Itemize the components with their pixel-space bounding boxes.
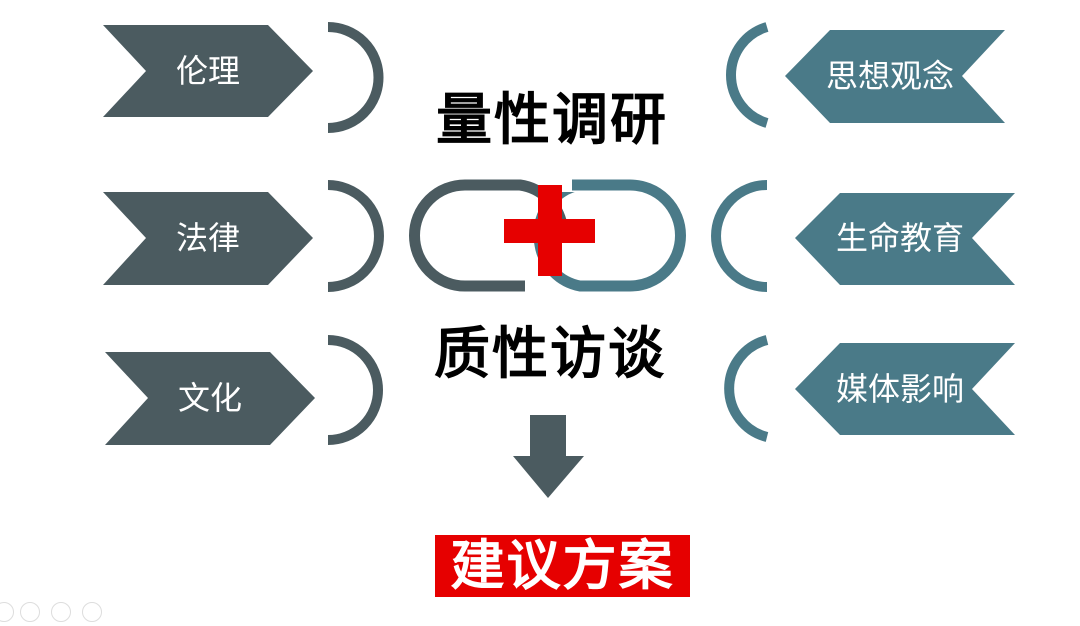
bracket-left-1 bbox=[327, 22, 384, 133]
factor-culture: 文化 bbox=[177, 379, 242, 417]
factor-ethics: 伦理 bbox=[175, 52, 240, 90]
factor-media: 媒体影响 bbox=[835, 370, 964, 408]
chevron-left-2 bbox=[103, 192, 313, 285]
chevron-right-3 bbox=[795, 343, 1015, 435]
pen-icon[interactable] bbox=[0, 602, 14, 622]
method-qualitative: 质性访谈 bbox=[434, 322, 666, 387]
bracket-right-1 bbox=[726, 22, 769, 128]
arrow-down-icon bbox=[513, 415, 584, 498]
more-icon[interactable] bbox=[82, 602, 102, 622]
chevron-left-3 bbox=[105, 352, 315, 445]
factor-life-education: 生命教育 bbox=[835, 219, 964, 257]
chevron-right-1 bbox=[785, 30, 1005, 123]
bracket-left-3 bbox=[327, 335, 383, 445]
grid-icon[interactable] bbox=[20, 602, 40, 622]
factor-law: 法律 bbox=[175, 219, 240, 257]
chevron-left-1 bbox=[103, 25, 313, 117]
zoom-icon[interactable] bbox=[51, 602, 71, 622]
bracket-right-3 bbox=[724, 335, 769, 442]
method-quantitative: 量性调研 bbox=[436, 88, 668, 153]
chevron-right-2 bbox=[795, 193, 1015, 285]
bracket-left-2 bbox=[327, 180, 384, 292]
result-box: 建议方案 bbox=[435, 535, 690, 597]
plus-icon bbox=[504, 185, 595, 276]
factor-ideas: 思想观念 bbox=[825, 57, 954, 95]
bracket-right-2 bbox=[711, 180, 768, 292]
